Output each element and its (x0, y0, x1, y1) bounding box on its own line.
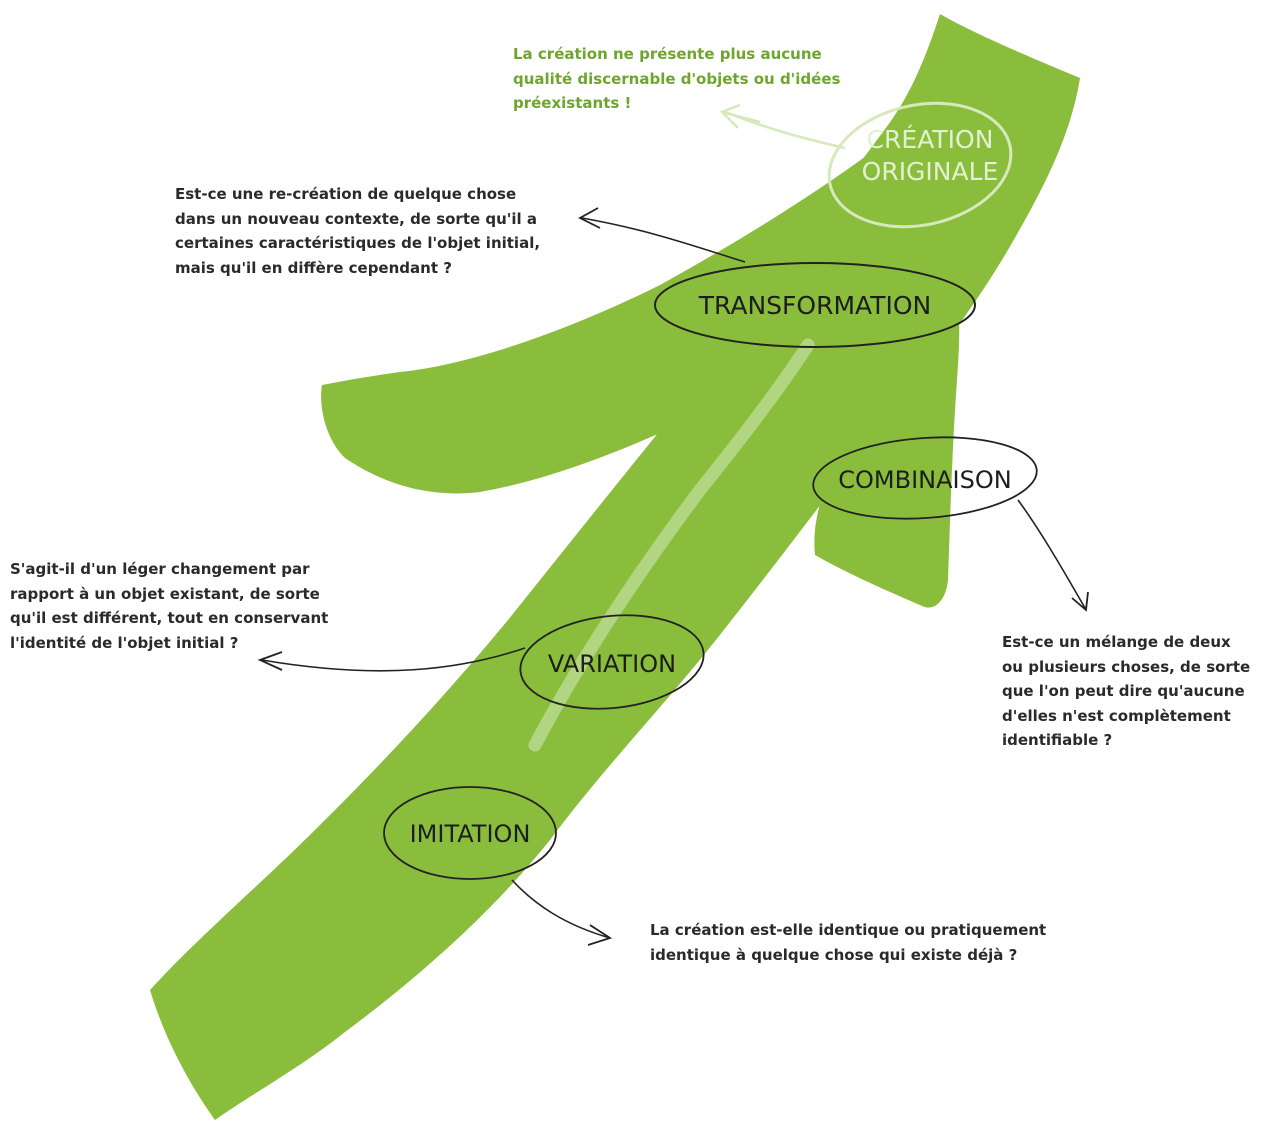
variation-ellipse (519, 614, 705, 710)
combinaison-ellipse (812, 436, 1038, 520)
transformation-ellipse (654, 262, 976, 348)
creation-originale-label: CRÉATION (867, 125, 994, 154)
transformation-note-line: Est-ce une re-création de quelque chose (175, 185, 517, 203)
variation-note: S'agit-il d'un léger changement par rapp… (10, 557, 328, 655)
combinaison-arrow (1017, 499, 1086, 609)
creation-originale-note-line: La création ne présente plus aucune (513, 45, 822, 63)
imitation-label: IMITATION (410, 820, 531, 848)
creation-originale-arrowhead (719, 103, 761, 129)
transformation-label: TRANSFORMATION (698, 291, 931, 320)
variation-note-line: S'agit-il d'un léger changement par (10, 560, 310, 578)
combinaison-arrowhead (1071, 591, 1089, 612)
creation-originale-ellipse (827, 101, 1013, 229)
transformation-arrow (581, 217, 746, 263)
variation-arrowhead (257, 651, 283, 671)
arrow-left-barb (321, 132, 920, 494)
transformation-note-line: mais qu'il en diffère cependant ? (175, 258, 452, 277)
combinaison-note-line: que l'on peut dire qu'aucune (1002, 682, 1245, 700)
creation-originale-note: La création ne présente plus aucune qual… (513, 42, 840, 116)
creation-originale-label-2: ORIGINALE (862, 157, 999, 186)
imitation-note: La création est-elle identique ou pratiq… (650, 918, 1046, 967)
transformation-note-line: dans un nouveau contexte, de sorte qu'il… (175, 209, 538, 228)
combinaison-note: Est-ce un mélange de deux ou plusieurs c… (1002, 630, 1250, 753)
variation-arrow (261, 647, 526, 672)
combinaison-note-line: Est-ce un mélange de deux (1002, 633, 1231, 651)
variation-label: VARIATION (548, 650, 676, 678)
combinaison-note-line: ou plusieurs choses, de sorte (1002, 657, 1251, 676)
imitation-note-line: identique à quelque chose qui existe déj… (650, 945, 1018, 964)
creation-originale-note-line: préexistants ! (513, 94, 632, 112)
imitation-arrow (511, 879, 611, 939)
combinaison-label: COMBINAISON (838, 466, 1011, 494)
transformation-note: Est-ce une re-création de quelque chose … (175, 182, 540, 280)
variation-note-line: l'identité de l'objet initial ? (10, 633, 239, 652)
variation-note-line: qu'il est différent, tout en conservant (10, 609, 329, 627)
creation-originale-note-line: qualité discernable d'objets ou d'idées (513, 69, 841, 88)
imitation-ellipse (383, 786, 557, 880)
brush-bristles (289, 739, 471, 906)
combinaison-note-line: identifiable ? (1002, 731, 1113, 749)
imitation-arrowhead (587, 924, 613, 946)
combinaison-note-line: d'elles n'est complètement (1002, 706, 1231, 725)
arrow-highlight (528, 338, 815, 752)
imitation-note-line: La création est-elle identique ou pratiq… (650, 921, 1047, 939)
variation-note-line: rapport à un objet existant, de sorte (10, 584, 320, 603)
transformation-note-line: certaines caractéristiques de l'objet in… (175, 234, 541, 252)
transformation-arrowhead (578, 207, 601, 229)
